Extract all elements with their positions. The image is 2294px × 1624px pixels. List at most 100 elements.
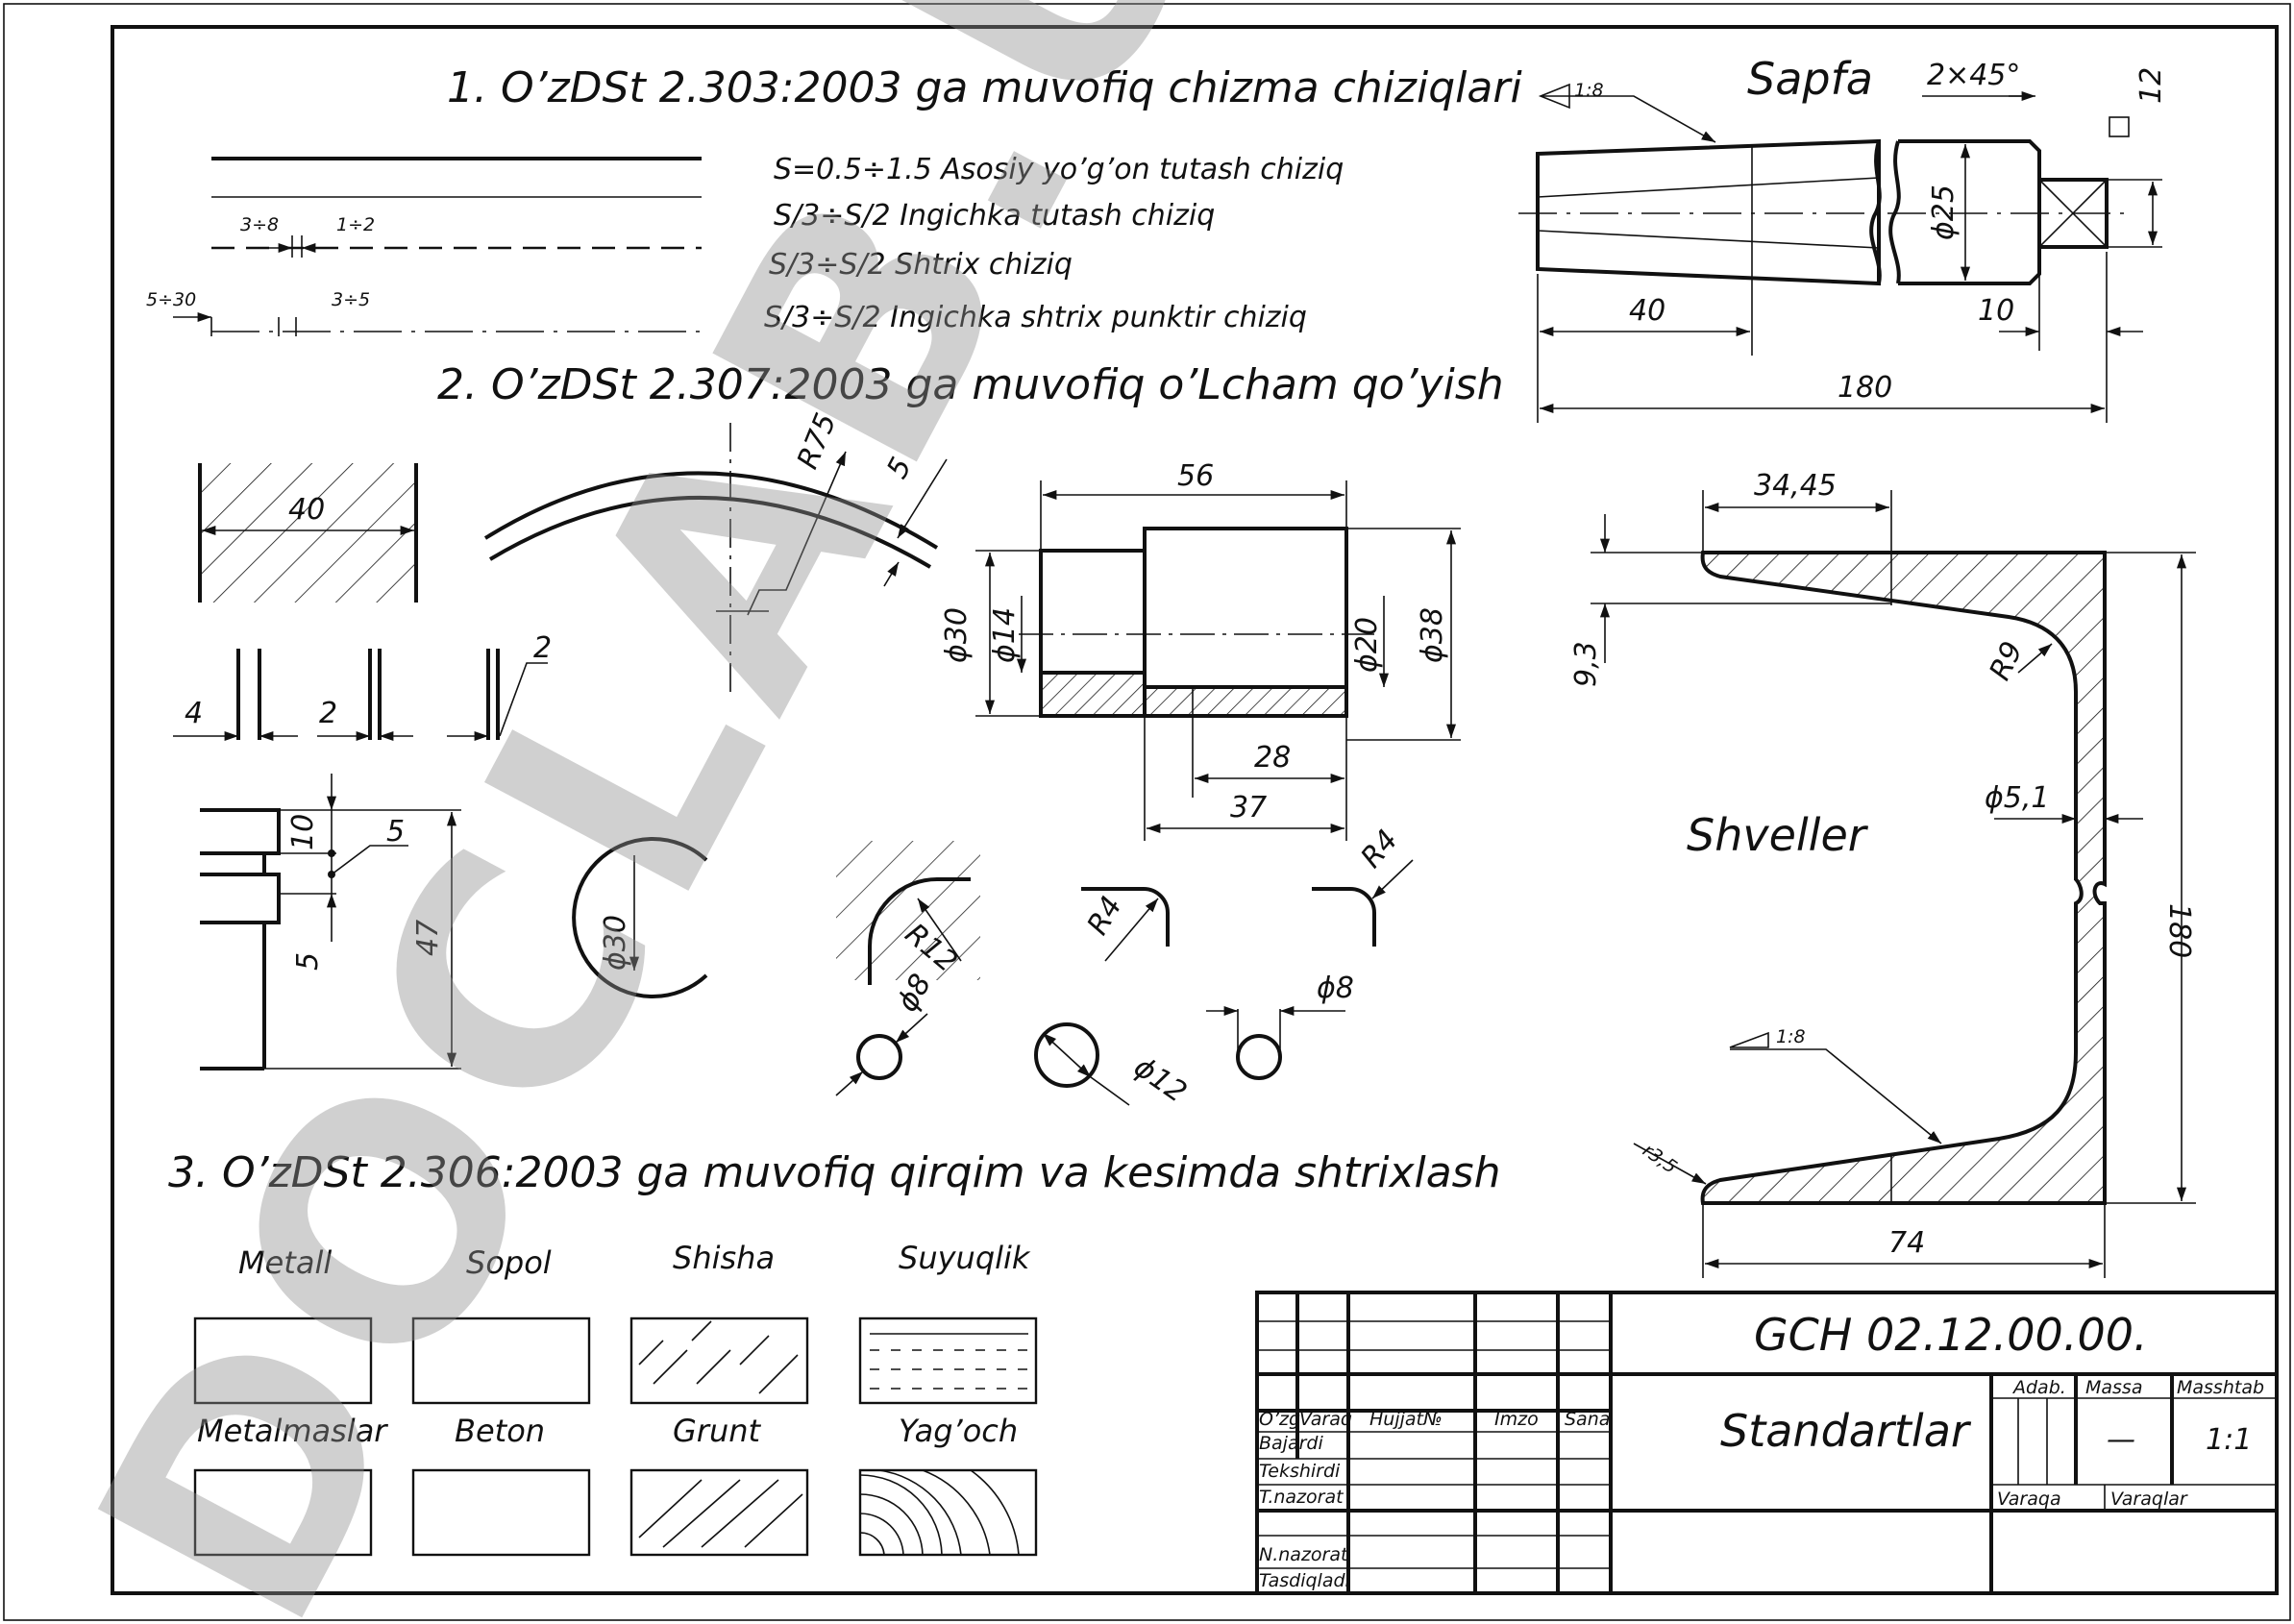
dim-h5a: 5 bbox=[386, 815, 405, 849]
taper-body bbox=[1536, 138, 1881, 286]
swatch-metalmaslar bbox=[193, 1468, 373, 1557]
dim-h5b: 5 bbox=[291, 952, 325, 971]
sapfa-drawing: Sapfa 1:8 2×45° 12 ϕ25 40 bbox=[1518, 53, 2168, 423]
channel-section bbox=[1700, 551, 2107, 1205]
tb-col-sana: Sana bbox=[1565, 1409, 1610, 1430]
sapfa-len40: 40 bbox=[1629, 294, 1665, 328]
section2-title: 2. O’zDSt 2.307:2003 ga muvofiq o’Lcham … bbox=[437, 360, 1504, 409]
tb-row-tnazorat: T.nazorat bbox=[1259, 1487, 1344, 1508]
sapfa-len180: 180 bbox=[1838, 371, 1892, 405]
arc-inner bbox=[488, 495, 932, 569]
sapfa-chamfer: 2×45° bbox=[1927, 59, 2020, 92]
gap-length-label: 1÷2 bbox=[336, 214, 375, 235]
mat-label-metall: Metall bbox=[238, 1244, 332, 1281]
tb-col-ozg: O’zg bbox=[1259, 1409, 1300, 1430]
drawing-frame bbox=[111, 25, 2279, 1595]
section1-line-types: 1. O’zDSt 2.303:2003 ga muvofiq chizma c… bbox=[146, 63, 1522, 336]
r4-corner-b bbox=[1312, 887, 1376, 947]
line-desc-2: S/3÷S/2 Ingichka tutash chiziq bbox=[774, 199, 1215, 233]
shveller-title: Shveller bbox=[1687, 809, 1869, 861]
r75-leader bbox=[747, 451, 847, 616]
mat-label-beton: Beton bbox=[455, 1413, 545, 1449]
dash-length-label: 3÷8 bbox=[240, 214, 279, 235]
c12-dim bbox=[1042, 1032, 1092, 1078]
sapfa-diameter: ϕ25 bbox=[1927, 185, 1961, 240]
tb-mass-value: — bbox=[2107, 1423, 2135, 1457]
shveller-height: 180 bbox=[2162, 903, 2196, 958]
gap2-label: 3÷5 bbox=[332, 289, 370, 310]
swatch-shisha bbox=[629, 1316, 809, 1405]
shaft-body bbox=[1898, 139, 2041, 285]
tb-row-bajardi: Bajardi bbox=[1259, 1433, 1323, 1454]
line-desc-4: S/3÷S/2 Ingichka shtrix punktir chiziq bbox=[764, 301, 1307, 334]
long-dash-label: 5÷30 bbox=[146, 289, 196, 310]
sapfa-taper: 1:8 bbox=[1574, 80, 1604, 101]
r12-hatch bbox=[836, 841, 980, 980]
dim-r4a: R4 bbox=[1081, 891, 1129, 941]
swatch-grunt bbox=[629, 1468, 809, 1557]
r4a-leader bbox=[1104, 898, 1159, 962]
square-symbol bbox=[2109, 116, 2130, 137]
dim-h47: 47 bbox=[411, 920, 445, 956]
r4-corner-a bbox=[1081, 887, 1170, 947]
c8a-arrow-out bbox=[895, 1013, 928, 1044]
line-desc-3: S/3÷S/2 Shtrix chiziq bbox=[769, 248, 1073, 282]
tb-varaqlar: Varaqlar bbox=[2110, 1489, 2188, 1510]
circle-d12 bbox=[1034, 1022, 1099, 1088]
r12-corner bbox=[868, 877, 971, 985]
taper-line-a bbox=[1537, 177, 1880, 198]
r9-leader bbox=[2017, 643, 2053, 674]
shveller-t: 9,3 bbox=[1569, 641, 1603, 687]
dim-28: 28 bbox=[1254, 741, 1291, 775]
dim-circle30: ϕ30 bbox=[599, 915, 632, 971]
mat-label-shisha: Shisha bbox=[673, 1240, 775, 1276]
dim-d20: ϕ20 bbox=[1350, 617, 1384, 673]
dim-37: 37 bbox=[1230, 791, 1267, 824]
section1-title: 1. O’zDSt 2.303:2003 ga muvofiq chizma c… bbox=[447, 63, 1522, 112]
dim-h10: 10 bbox=[286, 814, 320, 850]
circle-d8-b bbox=[1236, 1034, 1282, 1080]
r35-leader bbox=[1633, 1143, 1707, 1185]
tb-scale-value: 1:1 bbox=[2206, 1423, 2252, 1457]
sapfa-title: Sapfa bbox=[1747, 53, 1873, 105]
line-desc-1: S=0.5÷1.5 Asosiy yo’g’on tutash chiziq bbox=[774, 153, 1344, 186]
hatched-block bbox=[200, 463, 416, 603]
break-line-b bbox=[1888, 140, 1901, 284]
sapfa-square: 12 bbox=[2134, 67, 2168, 104]
mat-label-grunt: Grunt bbox=[673, 1413, 762, 1449]
dim-slot-4: 4 bbox=[185, 697, 203, 730]
tb-col-varaq: Varaq bbox=[1299, 1409, 1352, 1430]
r4b-leader bbox=[1371, 859, 1414, 899]
mat-label-sopol: Sopol bbox=[466, 1244, 552, 1281]
shveller-drawing: 34,45 9,3 R9 ϕ5,1 Shveller 180 1:8 r3,5 … bbox=[1569, 469, 2196, 1278]
thickness-arrow-b bbox=[883, 561, 900, 587]
dim-c12: ϕ12 bbox=[1127, 1050, 1193, 1110]
shveller-flange: 34,45 bbox=[1754, 469, 1837, 503]
dim-r4b: R4 bbox=[1354, 824, 1404, 874]
mat-label-yagoch: Yag’och bbox=[899, 1413, 1018, 1449]
tb-masshtab: Masshtab bbox=[2177, 1377, 2264, 1398]
shveller-width: 74 bbox=[1888, 1226, 1925, 1260]
title-block: GCH 02.12.00.00. Standartlar O’zg Varaq … bbox=[1255, 1291, 2279, 1595]
c12-leader bbox=[1090, 1076, 1130, 1106]
circle-d8-a bbox=[856, 1034, 902, 1080]
swatch-metall bbox=[193, 1316, 373, 1405]
shveller-slope: 1:8 bbox=[1776, 1026, 1806, 1047]
swatch-suyuqlik bbox=[858, 1316, 1038, 1405]
tb-col-hujjat: Hujjat№ bbox=[1369, 1409, 1443, 1430]
tb-row-nnazorat: N.nazorat bbox=[1259, 1544, 1349, 1565]
dim-slot-2b: 2 bbox=[533, 631, 552, 665]
dim-d38: ϕ38 bbox=[1416, 607, 1449, 663]
r12-leader bbox=[917, 898, 962, 962]
dim-40-block: 40 bbox=[288, 493, 325, 527]
tb-adab: Adab. bbox=[2011, 1377, 2066, 1398]
break-line-a bbox=[1869, 140, 1882, 284]
shveller-r9: R9 bbox=[1984, 636, 2031, 685]
swatch-yagoch bbox=[858, 1468, 1038, 1557]
thickness-arrow-a bbox=[897, 458, 948, 539]
arc-outer bbox=[483, 471, 939, 550]
taper-line-b bbox=[1537, 230, 1880, 249]
open-circle bbox=[572, 837, 708, 998]
swatch-beton bbox=[411, 1468, 591, 1557]
tb-varaqa: Varaqa bbox=[1997, 1489, 2061, 1510]
